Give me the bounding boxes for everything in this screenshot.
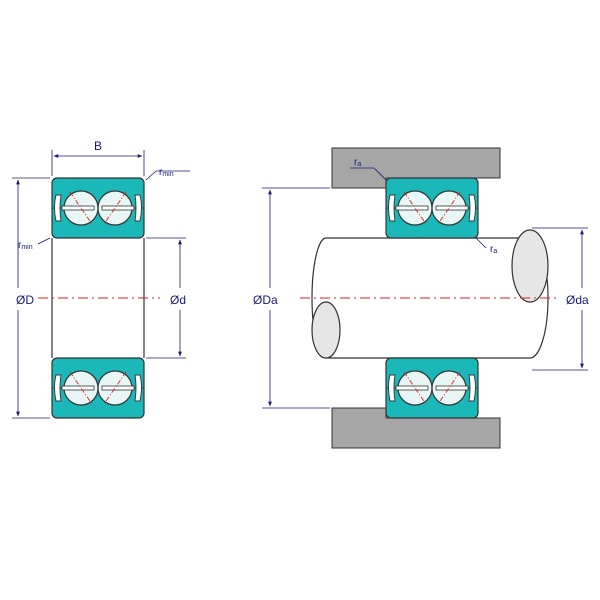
bearing-left-view [38, 177, 160, 419]
width-label: B [94, 139, 102, 153]
ra-inner-label: ra [490, 244, 497, 255]
width-dimension [51, 150, 145, 176]
shaft-dia-dimension [532, 227, 588, 371]
ra-top-label: ra [354, 157, 361, 168]
shaft-right-cut [511, 229, 549, 303]
mounted-assembly [300, 147, 560, 449]
bearing-section-bottom [51, 357, 145, 419]
outer-dia-dimension [12, 177, 50, 419]
bore-dia-dimension [146, 237, 186, 359]
mounted-section-top [385, 177, 479, 239]
shaft-left-cut [311, 301, 341, 359]
shaft-dia-label: Øda [566, 293, 589, 307]
mounted-section-bottom [385, 357, 479, 419]
outer-dia-label: ØD [16, 293, 34, 307]
rmin-top-label: rmin [159, 167, 174, 178]
rmin-left-label: rmin [18, 240, 33, 251]
bore-dia-label: Ød [170, 293, 186, 307]
housing-dia-label: ØDa [253, 293, 278, 307]
ra-inner-leader [475, 237, 487, 249]
housing-dia-dimension [262, 187, 330, 409]
bearing-section-top [51, 177, 145, 239]
rmin-left-leader [37, 237, 51, 245]
rmin-top-leader [145, 170, 190, 181]
ra-top-leader [350, 167, 387, 181]
